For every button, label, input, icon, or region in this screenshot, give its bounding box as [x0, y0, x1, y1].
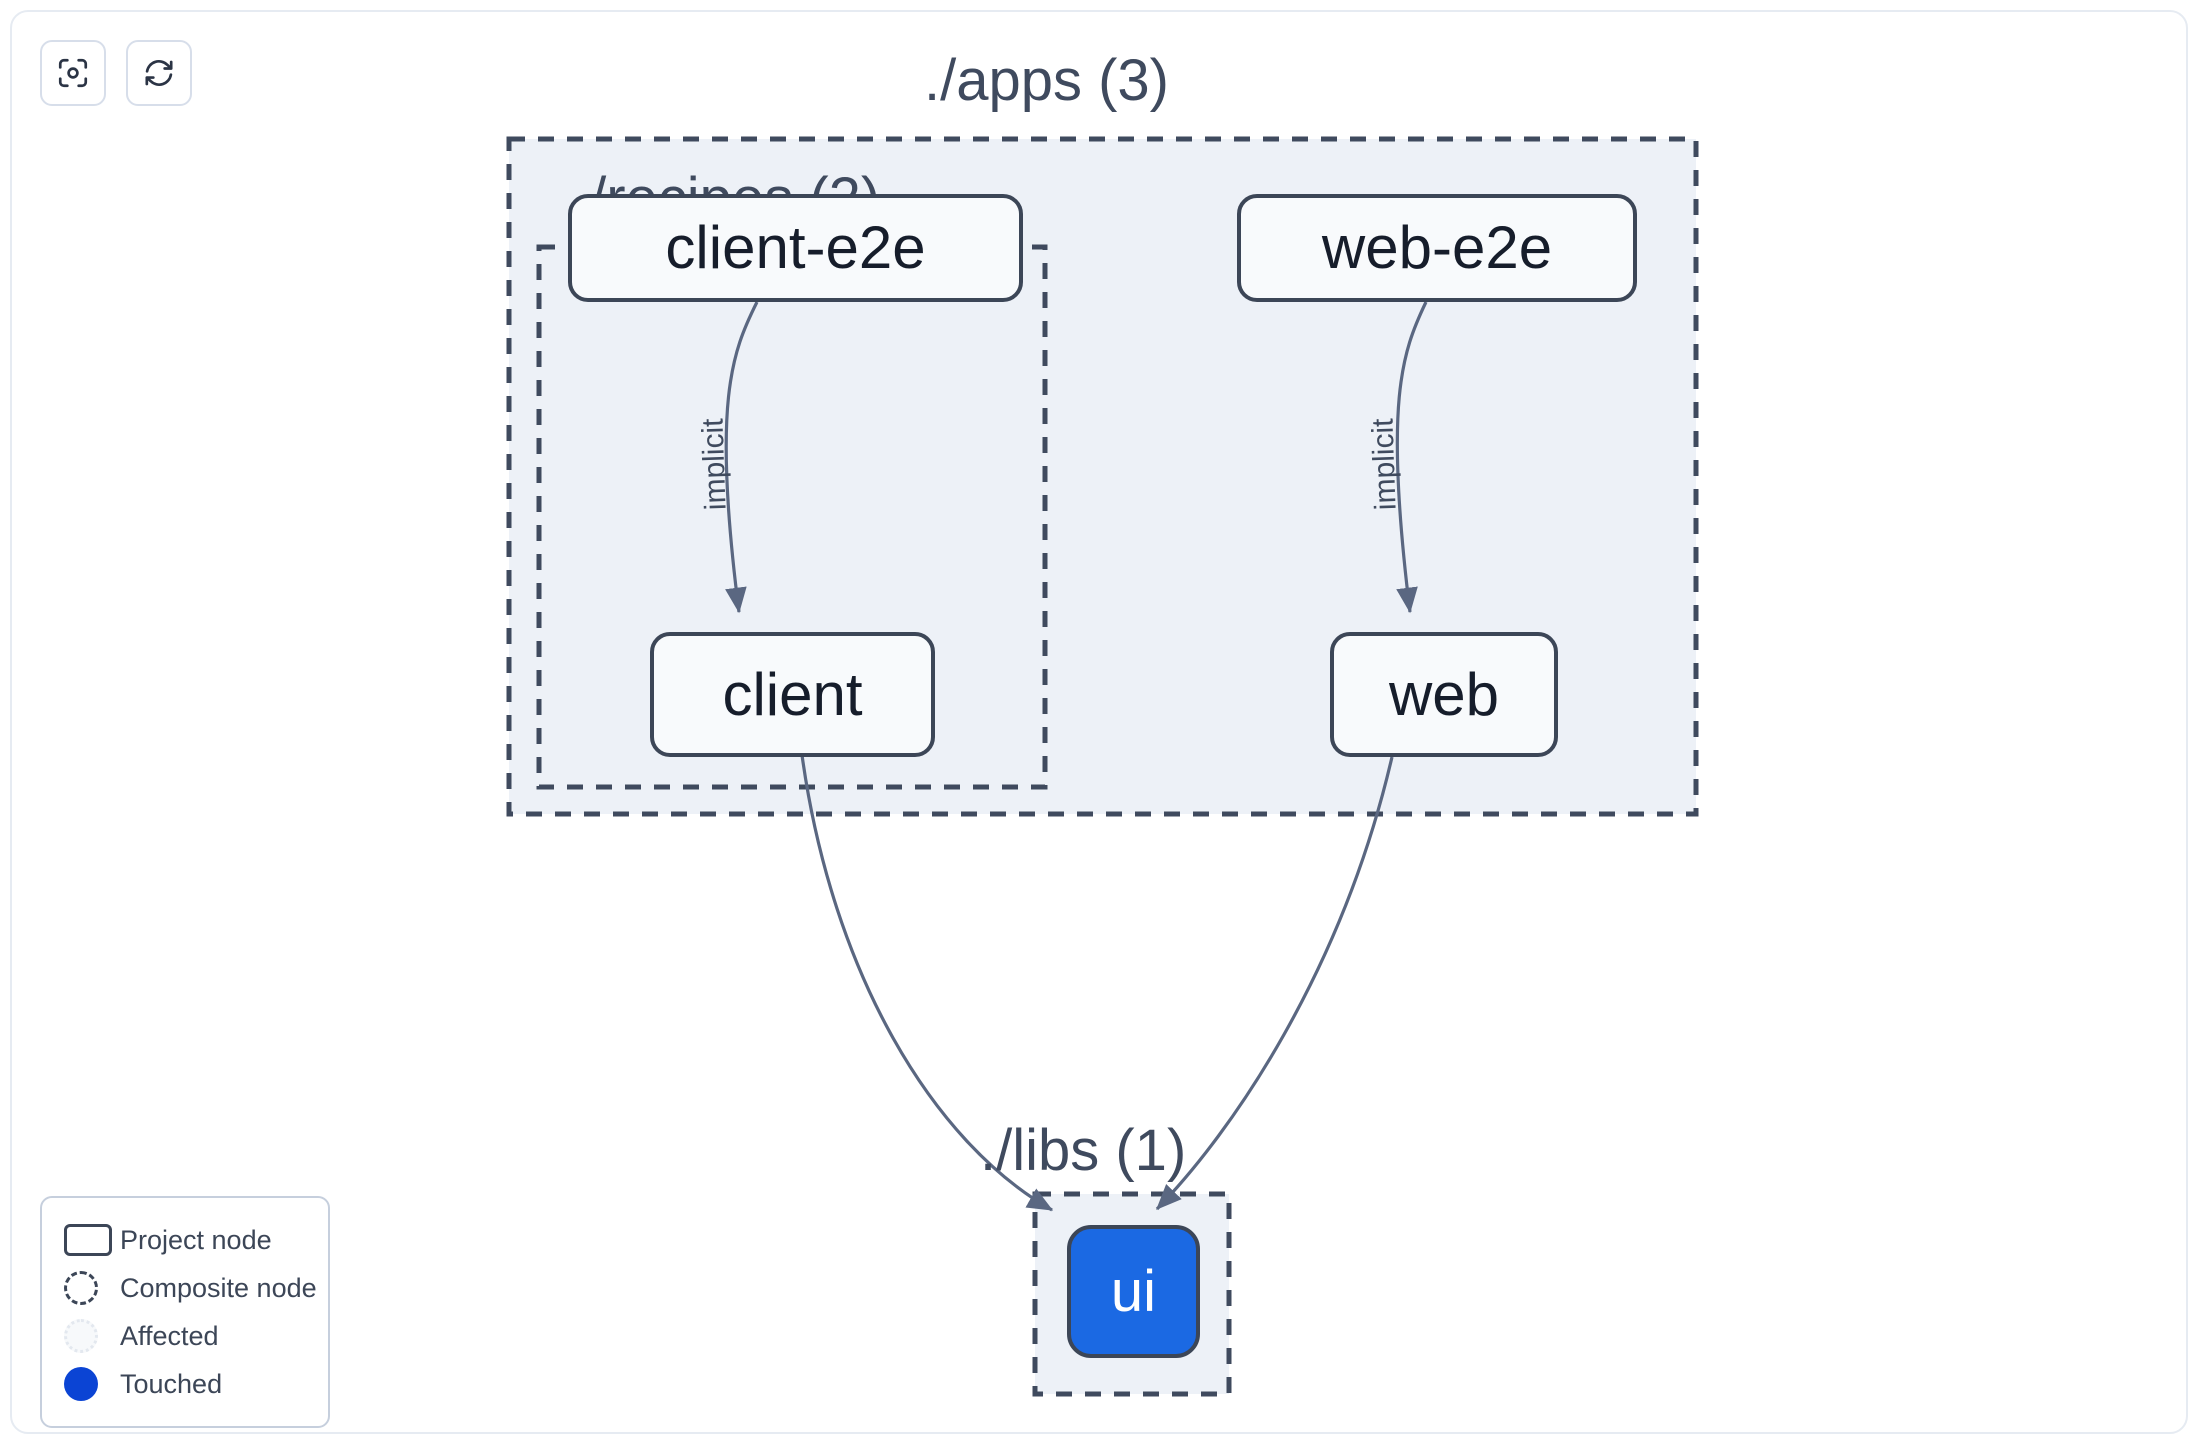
legend-label: Composite node — [120, 1272, 317, 1303]
focus-target-icon — [56, 56, 90, 90]
graph-svg-layer: implicit implicit — [506, 136, 1699, 1397]
project-node-web[interactable]: web — [1330, 632, 1558, 757]
legend-item-project-node: Project node — [64, 1216, 308, 1264]
legend-label: Touched — [120, 1368, 223, 1399]
edge-web-e2e-to-web — [1395, 301, 1428, 614]
edge-label-implicit-web: implicit — [1366, 417, 1402, 510]
project-node-client-e2e[interactable]: client-e2e — [568, 194, 1023, 302]
graph-legend: Project node Composite node Affected Tou… — [40, 1196, 330, 1428]
refresh-graph-button[interactable] — [126, 40, 192, 106]
project-node-glyph — [64, 1224, 120, 1256]
focus-graph-button[interactable] — [40, 40, 106, 106]
touched-glyph — [64, 1367, 120, 1401]
edge-web-to-ui — [1155, 756, 1394, 1211]
legend-label: Affected — [120, 1320, 219, 1351]
graph-toolbar — [40, 40, 192, 106]
edge-label-implicit-client: implicit — [696, 417, 732, 510]
legend-item-touched: Touched — [64, 1360, 308, 1408]
project-node-ui[interactable]: ui — [1067, 1225, 1200, 1358]
project-graph-canvas[interactable]: implicit implicit ./apps (3) ./recipes (… — [10, 10, 2188, 1434]
legend-label: Project node — [120, 1224, 272, 1255]
composite-node-glyph — [64, 1271, 120, 1305]
group-label-libs[interactable]: ./libs (1) — [980, 1118, 1187, 1183]
refresh-sync-icon — [142, 56, 176, 90]
group-label-apps[interactable]: ./apps (3) — [924, 48, 1169, 113]
legend-item-composite-node: Composite node — [64, 1264, 317, 1312]
project-node-web-e2e[interactable]: web-e2e — [1237, 194, 1637, 302]
legend-item-affected: Affected — [64, 1312, 308, 1360]
project-node-client[interactable]: client — [650, 632, 935, 757]
edge-client-to-ui — [800, 754, 1054, 1212]
affected-glyph — [64, 1319, 120, 1353]
edge-client-e2e-to-client — [724, 301, 759, 614]
